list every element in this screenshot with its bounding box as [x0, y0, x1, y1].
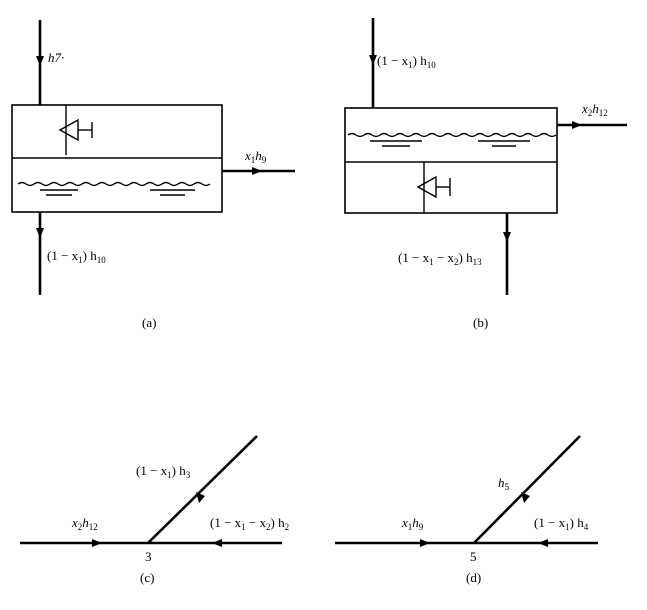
panel-c-left-arrow [92, 539, 102, 547]
panel-c-left-label: x2h12 [71, 515, 98, 532]
panel-c-diag-arrow [196, 492, 205, 503]
panel-b-inflow-arrow [369, 55, 377, 65]
panel-d-left-arrow [420, 539, 430, 547]
panel-a-right-arrow [252, 167, 262, 175]
panel-a-liquid-marks [40, 189, 195, 196]
panel-b-right-arrow [572, 121, 582, 129]
panel-d-node-label: 5 [470, 549, 477, 564]
panel-b-right-label: x2h12 [581, 101, 608, 118]
panel-d: x1h9 h5 (1 − x1) h4 5 (d) [335, 435, 598, 585]
panel-c-node-label: 3 [145, 549, 152, 564]
panel-a: h7· x1h9 (1 − x1) h10 (a) [11, 20, 295, 330]
panel-d-diag-label: h5 [498, 475, 510, 492]
panel-b-inflow-label: (1 − x1) h10 [377, 53, 436, 70]
panel-b-liquid-surface [347, 132, 557, 138]
panel-a-inflow-arrow [36, 56, 44, 66]
panel-c-diag-label: (1 − x1) h3 [136, 463, 191, 480]
panel-b-bottom-label: (1 − x1 − x2) h13 [398, 250, 482, 267]
panel-d-left-label: x1h9 [401, 515, 424, 532]
panel-d-right-arrow [538, 539, 548, 547]
panel-b-liquid-marks [370, 140, 530, 147]
panel-a-inflow-label: h7· [48, 50, 64, 65]
panel-a-bottom-label: (1 − x1) h10 [47, 248, 106, 265]
panel-a-liquid-surface [17, 181, 211, 187]
panel-c: x2h12 (1 − x1) h3 (1 − x1 − x2) h2 3 (c) [20, 435, 289, 585]
panel-a-bottom-arrow [36, 228, 44, 238]
panel-b-bottom-arrow [503, 232, 511, 242]
panel-d-diagonal-stream [473, 435, 581, 544]
panel-a-valve-icon [58, 105, 93, 155]
panel-b-vessel [344, 107, 558, 214]
panel-c-caption: (c) [140, 570, 154, 585]
panel-b-caption: (b) [473, 315, 488, 330]
panel-d-right-label: (1 − x1) h4 [534, 515, 589, 532]
panel-b-valve-icon [416, 162, 451, 213]
panel-c-diagonal-stream [147, 435, 258, 544]
panel-d-caption: (d) [466, 570, 481, 585]
panel-d-diag-arrow [521, 492, 530, 503]
panel-b: (1 − x1) h10 x2h12 (1 − x1 − x2) h13 (b) [344, 18, 627, 330]
panel-a-caption: (a) [142, 315, 156, 330]
panel-a-right-label: x1h9 [244, 148, 267, 165]
panel-c-right-arrow [212, 539, 222, 547]
panel-c-right-label: (1 − x1 − x2) h2 [210, 515, 289, 532]
